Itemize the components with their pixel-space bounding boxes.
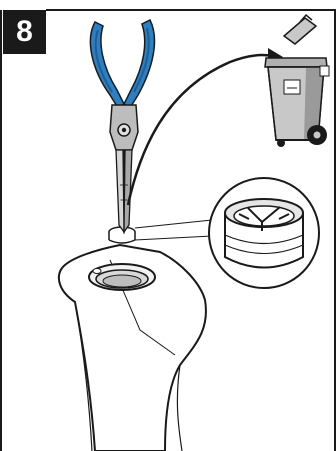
step-number-badge: 8	[3, 10, 46, 54]
pliers-icon	[90, 20, 154, 232]
aerator-insert-icon	[209, 178, 319, 288]
faucet-icon	[59, 245, 206, 451]
zoom-callout-lines	[135, 220, 212, 240]
trash-bin-icon	[265, 15, 329, 147]
